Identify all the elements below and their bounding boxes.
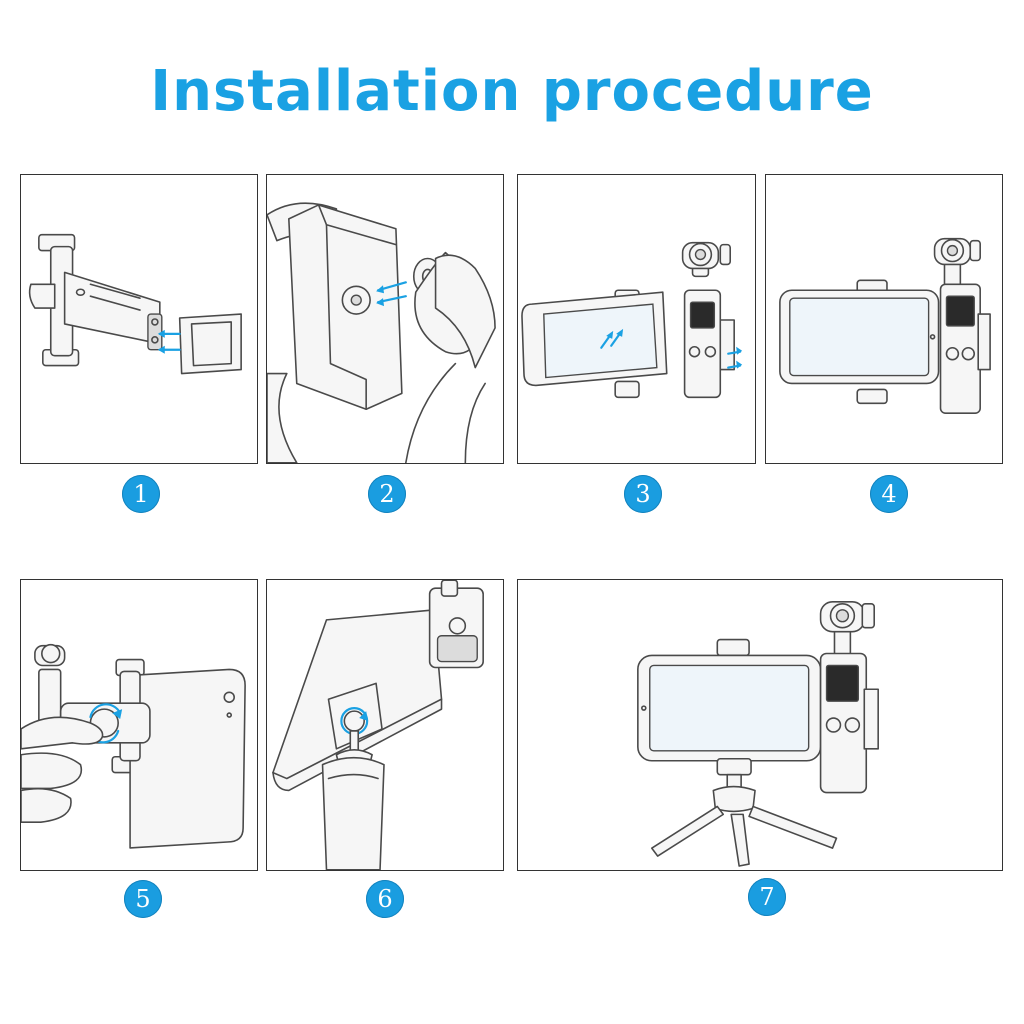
step-badge-3: 3 xyxy=(624,475,662,513)
step-3-illustration xyxy=(521,241,743,399)
step-badge-5: 5 xyxy=(124,880,162,918)
step-7-panel xyxy=(517,579,1003,871)
step-badge-2: 2 xyxy=(368,475,406,513)
step-6-panel xyxy=(266,579,504,871)
page-title: Installation procedure xyxy=(150,59,874,124)
step-5-illustration xyxy=(21,643,246,849)
step-6-illustration xyxy=(272,580,484,870)
step-5-panel xyxy=(20,579,258,871)
step-badge-4: 4 xyxy=(870,475,908,513)
step-badge-6: 6 xyxy=(366,880,404,918)
step-2-illustration xyxy=(267,202,496,463)
step-7-illustration xyxy=(637,601,879,867)
step-4-illustration xyxy=(779,237,991,414)
step-1-panel xyxy=(20,174,258,464)
step-badge-1: 1 xyxy=(122,475,160,513)
step-1-illustration xyxy=(28,233,242,375)
step-2-panel xyxy=(266,174,504,464)
step-4-panel xyxy=(765,174,1003,464)
step-badge-7: 7 xyxy=(748,878,786,916)
step-3-panel xyxy=(517,174,756,464)
